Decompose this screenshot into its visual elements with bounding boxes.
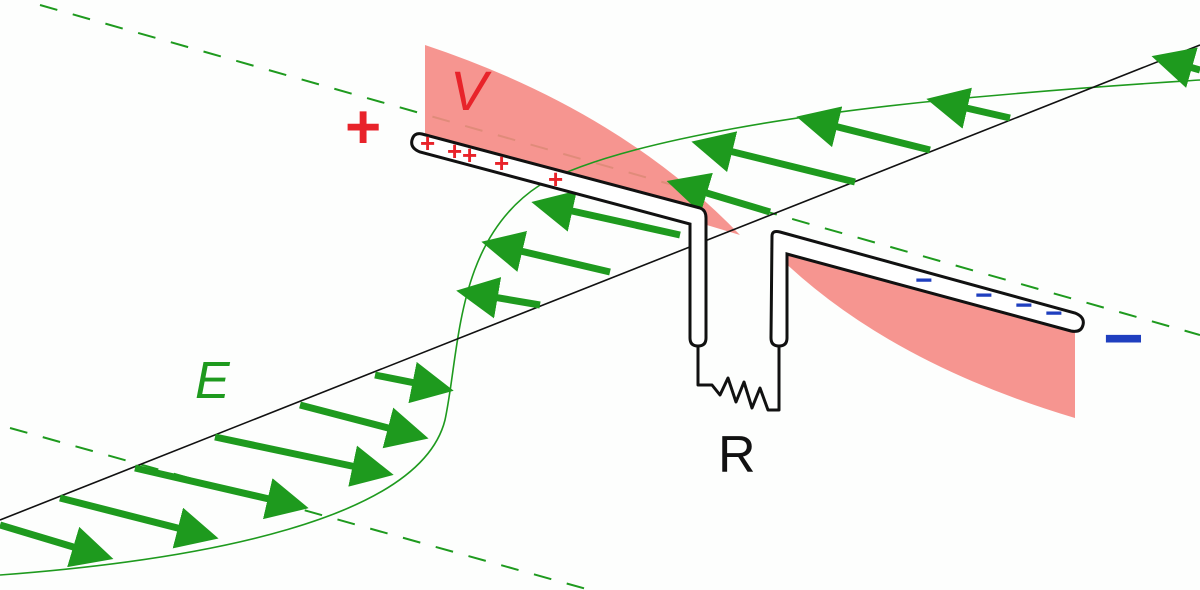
positive-charge: +: [462, 140, 477, 170]
negative-charge: −: [1015, 289, 1033, 322]
voltage-region-negative: [770, 248, 1075, 418]
field-label: E: [195, 352, 231, 410]
voltage-region-positive: [425, 45, 740, 235]
positive-terminal-label: +: [345, 93, 381, 162]
resistor-label: R: [718, 426, 756, 484]
positive-charge: +: [494, 148, 509, 178]
field-arrow: [796, 106, 931, 154]
positive-charge: +: [447, 136, 462, 166]
field-arrow: [59, 494, 219, 549]
field-arrow: [666, 172, 772, 216]
field-arrow: [374, 361, 454, 404]
field-arrow: [691, 131, 856, 186]
antenna-right-arm: [769, 230, 1085, 348]
field-arrow: [299, 401, 429, 449]
propagation-axis: [0, 44, 1200, 521]
voltage-label: V: [450, 59, 492, 122]
field-arrow: [134, 464, 309, 520]
antenna-left-arm: [410, 132, 708, 348]
field-arrows: [0, 47, 1200, 568]
positive-charges: + + + + +: [420, 128, 563, 194]
field-arrow: [214, 433, 394, 487]
positive-charge: +: [420, 128, 435, 158]
negative-terminal-label: −: [1103, 299, 1144, 377]
negative-charge: −: [1045, 297, 1063, 330]
field-arrow: [531, 190, 681, 239]
negative-charge: −: [915, 264, 933, 297]
positive-charge: +: [548, 164, 563, 194]
field-envelope-curve: [0, 79, 1200, 576]
field-arrow: [481, 230, 611, 276]
field-arrow: [0, 521, 114, 568]
resistor: [696, 346, 781, 412]
field-arrow: [926, 87, 1011, 129]
field-arrow: [456, 277, 541, 319]
field-arrow: [1151, 47, 1200, 88]
negative-charge: −: [975, 279, 993, 312]
negative-charges: − − − −: [915, 264, 1063, 330]
